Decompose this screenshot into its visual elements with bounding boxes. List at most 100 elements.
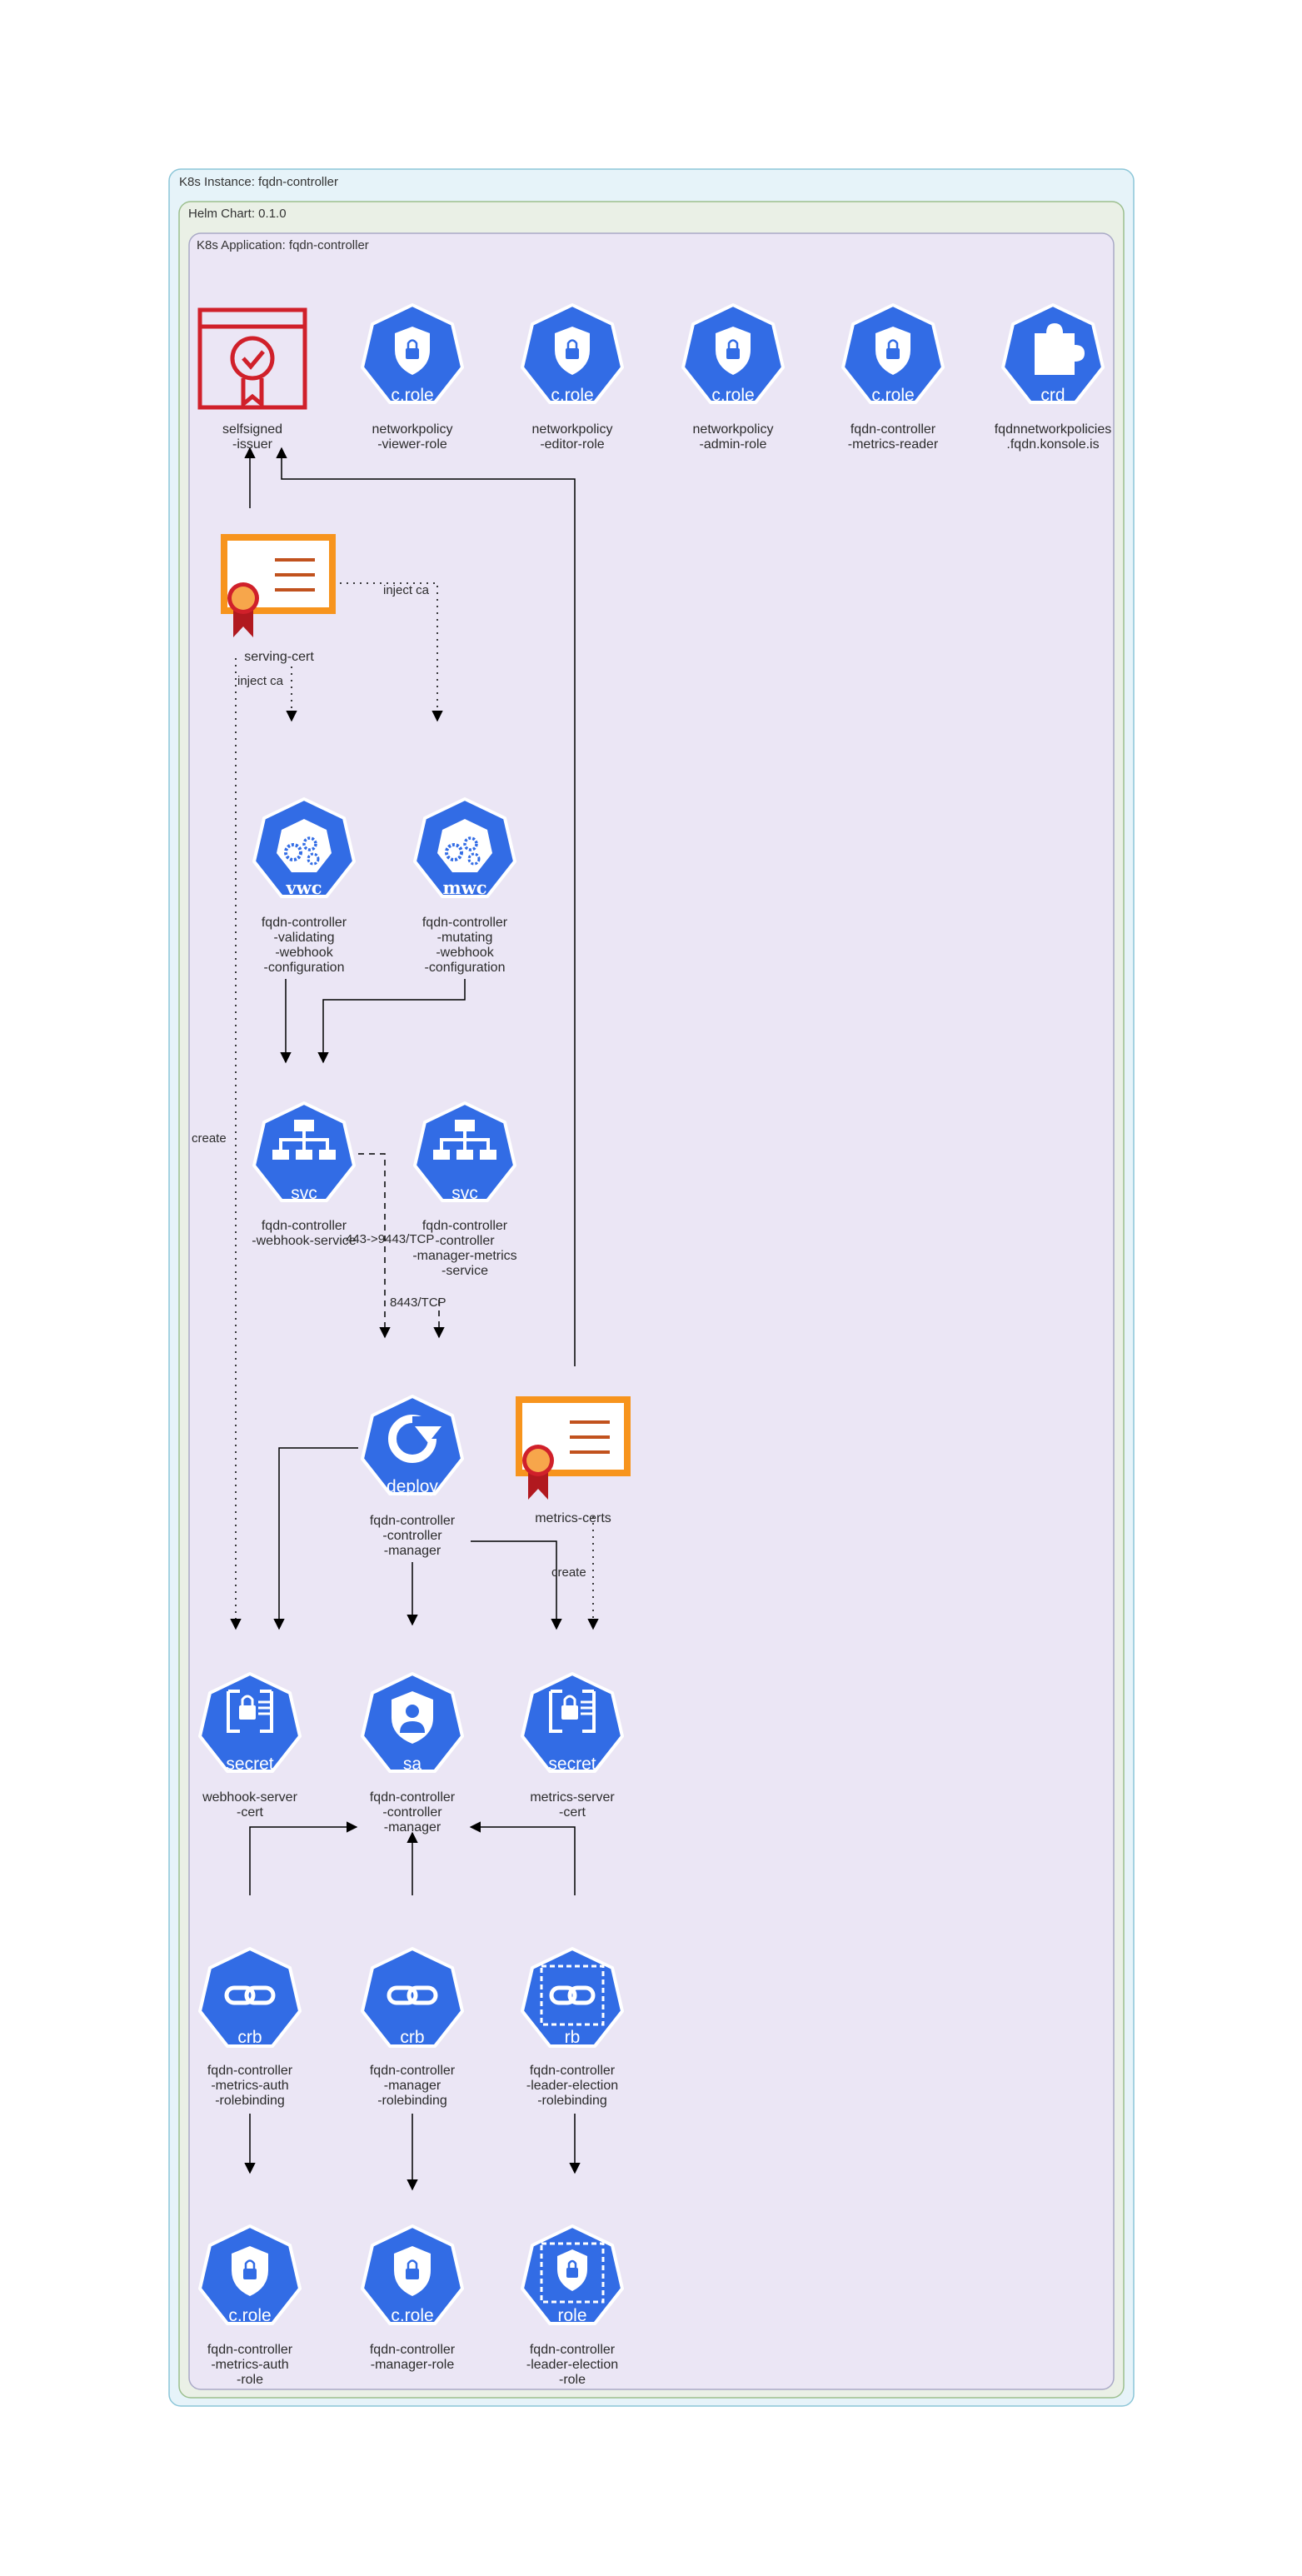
edge-label-inject-ca: inject ca xyxy=(237,674,284,688)
node-badge: c.role xyxy=(228,2306,271,2325)
node-label-line: -editor-role xyxy=(540,437,604,452)
node-mutating-webhook-config[interactable]: mwc fqdn-controller -mutating -webhook -… xyxy=(413,797,516,975)
node-label-line: fqdn-controller xyxy=(262,1219,347,1233)
node-metrics-service[interactable]: svc fqdn-controller -controller -manager… xyxy=(412,1101,517,1278)
certificate-icon xyxy=(221,534,336,637)
edge-inject-ca-mwc xyxy=(333,582,443,722)
cluster-k8s-application: K8s Application: fqdn-controller xyxy=(188,232,1115,2390)
cluster-role-icon xyxy=(394,2246,431,2296)
node-badge: c.role xyxy=(871,386,914,405)
cluster-role-icon xyxy=(395,327,430,375)
node-label-line: serving-cert xyxy=(244,650,314,664)
node-networkpolicy-admin-role[interactable]: c.role networkpolicy -admin-role xyxy=(681,303,785,452)
node-label-line: -leader-election xyxy=(526,2358,618,2372)
node-webhook-server-cert-secret[interactable]: secret webhook-server -cert xyxy=(198,1672,302,1820)
node-label-line: -mutating xyxy=(437,931,493,945)
node-label-line: -cert xyxy=(237,1805,264,1820)
node-badge: c.role xyxy=(391,2306,433,2325)
mwc-icon xyxy=(437,819,492,872)
service-icon xyxy=(433,1120,496,1160)
node-label-line: -metrics-auth xyxy=(211,2079,288,2093)
node-networkpolicy-editor-role[interactable]: c.role networkpolicy -editor-role xyxy=(521,303,624,452)
node-label-line: -validating xyxy=(274,931,335,945)
node-badge: mwc xyxy=(442,877,486,898)
node-label-line: -viewer-role xyxy=(377,437,447,452)
node-label-line: fqdnnetworkpolicies xyxy=(995,422,1112,437)
node-crd-fqdnnetworkpolicies[interactable]: crd fqdnnetworkpolicies .fqdn.konsole.is xyxy=(995,303,1112,452)
node-label-line: metrics-server xyxy=(530,1790,615,1805)
node-metrics-auth-role[interactable]: c.role fqdn-controller -metrics-auth -ro… xyxy=(198,2224,302,2387)
node-label-line: -webhook-service xyxy=(252,1234,356,1248)
node-selfsigned-issuer[interactable]: selfsigned -issuer xyxy=(197,307,307,452)
cluster-chart-label: Helm Chart: 0.1.0 xyxy=(188,207,287,221)
node-label-line: fqdn-controller xyxy=(370,2343,456,2357)
node-metrics-server-cert-secret[interactable]: secret metrics-server -cert xyxy=(521,1672,624,1820)
vwc-icon xyxy=(277,819,332,872)
node-label-line: fqdn-controller xyxy=(370,1790,456,1805)
cluster-role-icon xyxy=(232,2246,268,2296)
service-account-icon xyxy=(392,1691,433,1744)
node-label-line: fqdn-controller xyxy=(370,2064,456,2078)
edges xyxy=(230,447,599,2191)
node-metrics-auth-rolebinding[interactable]: crb fqdn-controller -metrics-auth -roleb… xyxy=(198,1947,302,2108)
node-label-line: -manager xyxy=(384,2079,441,2093)
secret-icon xyxy=(227,1690,273,1733)
node-webhook-service[interactable]: svc fqdn-controller -webhook-service xyxy=(252,1101,357,1248)
node-badge: crd xyxy=(1040,386,1065,405)
node-label-line: networkpolicy xyxy=(532,422,613,437)
node-label-line: -metrics-reader xyxy=(848,437,939,452)
node-label-line: -configuration xyxy=(264,961,345,975)
node-label-line: networkpolicy xyxy=(372,422,453,437)
edge-rb-leader-to-sa xyxy=(469,1821,576,1895)
node-badge: svc xyxy=(291,1184,317,1203)
node-label-line: fqdn-controller xyxy=(207,2064,293,2078)
node-label-line: -service xyxy=(441,1264,488,1278)
node-label-line: -rolebinding xyxy=(215,2094,285,2108)
edge-webhook-svc-to-deploy xyxy=(358,1153,391,1339)
link-icon xyxy=(540,1964,605,2026)
node-label-line: -webhook xyxy=(275,946,333,960)
edge-metrics-cert-to-issuer xyxy=(276,447,576,1366)
node-controller-manager-deployment[interactable]: deploy fqdn-controller -controller -mana… xyxy=(361,1395,464,1558)
node-label-line: fqdn-controller xyxy=(262,916,347,930)
node-badge: c.role xyxy=(391,386,433,405)
node-label-line: fqdn-controller xyxy=(422,1219,508,1233)
node-leader-election-rolebinding[interactable]: rb fqdn-controller -leader-election -rol… xyxy=(521,1947,624,2108)
node-badge: vwc xyxy=(285,877,322,898)
node-label-line: fqdn-controller xyxy=(530,2064,616,2078)
node-label-line: -rolebinding xyxy=(377,2094,447,2108)
node-leader-election-role[interactable]: role fqdn-controller -leader-election -r… xyxy=(521,2224,624,2387)
service-icon xyxy=(272,1120,336,1160)
node-label-line: -webhook xyxy=(436,946,494,960)
node-metrics-reader-role[interactable]: c.role fqdn-controller -metrics-reader xyxy=(841,303,945,452)
node-badge: sa xyxy=(403,1755,422,1774)
node-badge: role xyxy=(557,2306,586,2325)
deployment-icon xyxy=(388,1415,441,1463)
node-label-line: -controller xyxy=(382,1805,442,1820)
node-badge: svc xyxy=(451,1184,478,1203)
node-label-line: fqdn-controller xyxy=(851,422,936,437)
node-label-line: -configuration xyxy=(425,961,506,975)
node-validating-webhook-config[interactable]: vwc fqdn-controller -validating -webhook… xyxy=(252,797,356,975)
node-label-line: webhook-server xyxy=(202,1790,298,1805)
node-label-line: -manager-role xyxy=(371,2358,455,2372)
node-serving-cert[interactable]: serving-cert xyxy=(221,534,336,664)
node-label-line: -admin-role xyxy=(700,437,767,452)
node-label-line: -role xyxy=(237,2373,263,2387)
node-manager-rolebinding[interactable]: crb fqdn-controller -manager -rolebindin… xyxy=(361,1947,464,2108)
node-badge: c.role xyxy=(711,386,754,405)
node-label-line: -metrics-auth xyxy=(211,2358,288,2372)
node-service-account[interactable]: sa fqdn-controller -controller -manager xyxy=(361,1672,464,1835)
node-badge: deploy xyxy=(387,1477,438,1496)
cluster-role-icon xyxy=(555,327,590,375)
node-label-line: -role xyxy=(559,2373,586,2387)
node-label-line: networkpolicy xyxy=(693,422,774,437)
node-badge: c.role xyxy=(551,386,593,405)
edge-label-inject-ca: inject ca xyxy=(383,583,430,597)
edge-label-create: create xyxy=(551,1565,586,1580)
node-label-line: fqdn-controller xyxy=(370,1514,456,1528)
node-manager-role[interactable]: c.role fqdn-controller -manager-role xyxy=(361,2224,464,2372)
node-networkpolicy-viewer-role[interactable]: c.role networkpolicy -viewer-role xyxy=(361,303,464,452)
node-metrics-certs[interactable]: metrics-certs xyxy=(516,1396,631,1525)
cluster-role-icon xyxy=(875,327,910,375)
